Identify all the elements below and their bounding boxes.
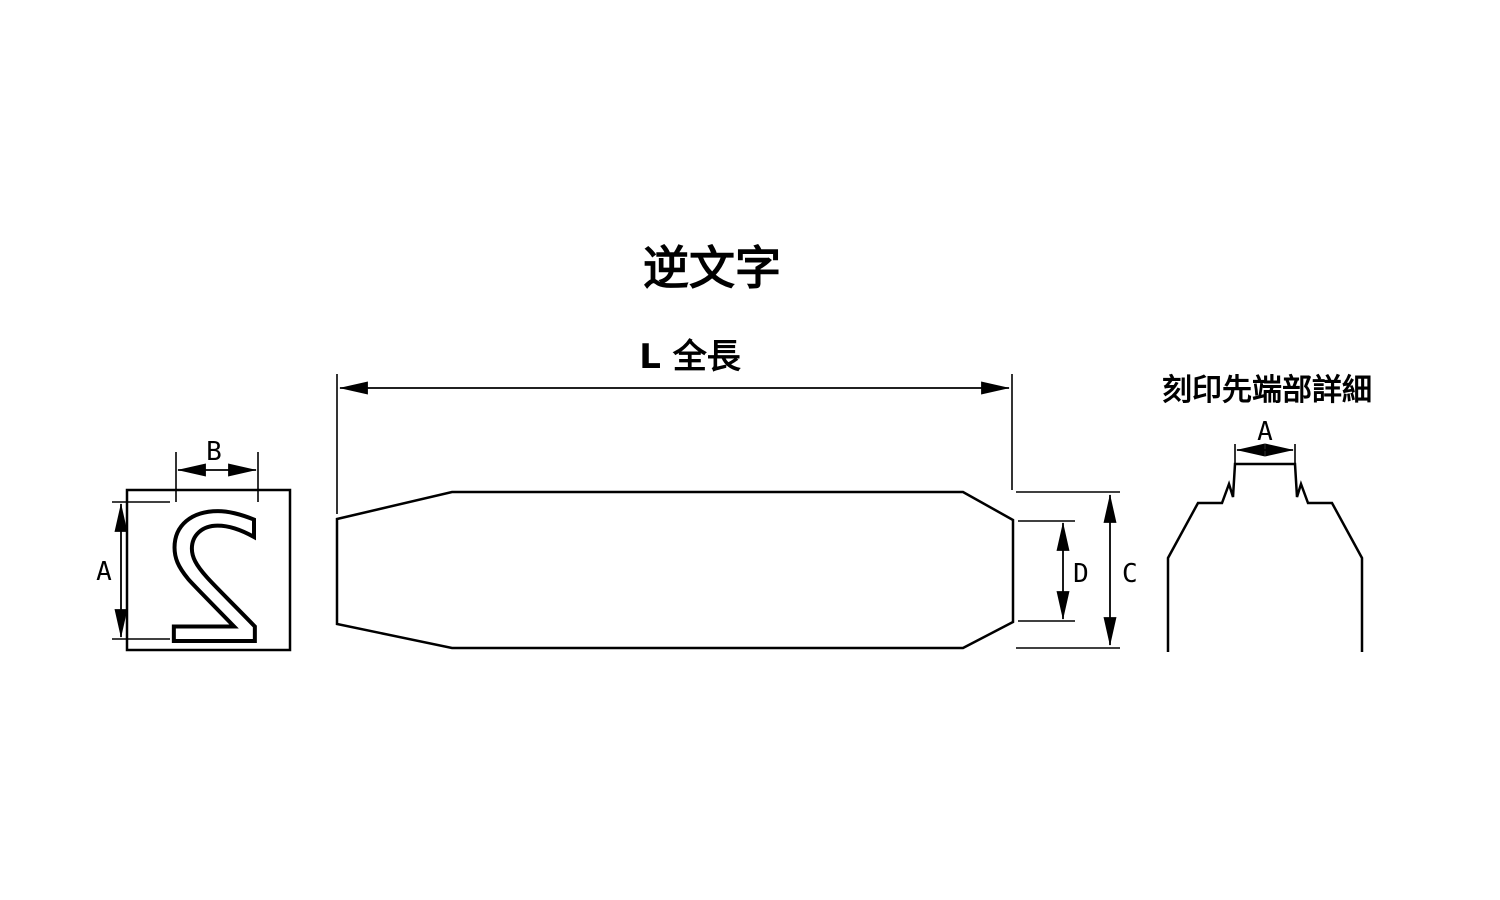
dimension-c-label: C	[1122, 559, 1138, 589]
overall-length-label: L 全長	[639, 337, 742, 377]
dimension-a-face: A	[96, 501, 170, 640]
dimension-b: B	[175, 437, 259, 502]
stamp-face-view: 2 B A	[96, 437, 292, 685]
overall-length-dimension: L 全長	[336, 337, 1013, 514]
dimension-a-detail: A	[1234, 417, 1296, 466]
punch-body-outline	[335, 490, 1015, 650]
tip-profile-outline	[1166, 462, 1364, 652]
dimension-d: D	[1018, 520, 1089, 622]
tip-detail-view: 刻印先端部詳細 A	[1162, 373, 1372, 652]
dimension-c: C	[1016, 491, 1138, 649]
mirrored-stamp-character: 2	[156, 480, 267, 683]
dimension-d-label: D	[1073, 559, 1089, 589]
dimension-a-detail-label: A	[1257, 417, 1273, 447]
dimension-a-face-label: A	[96, 557, 112, 587]
drawing-title: 逆文字	[643, 241, 781, 295]
tip-detail-title: 刻印先端部詳細	[1162, 373, 1372, 408]
punch-body-side-view: D C	[335, 490, 1138, 650]
dimension-b-label: B	[206, 437, 222, 467]
